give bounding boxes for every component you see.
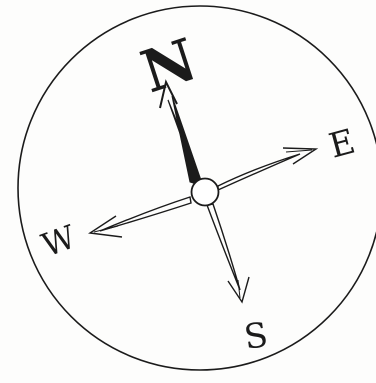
center-pivot — [192, 179, 219, 206]
east-label: E — [325, 122, 359, 167]
south-needle — [207, 204, 249, 302]
south-label: S — [242, 315, 271, 358]
north-label: N — [133, 25, 204, 106]
west-label: W — [37, 218, 81, 265]
west-needle — [90, 197, 191, 237]
east-needle — [218, 148, 316, 190]
